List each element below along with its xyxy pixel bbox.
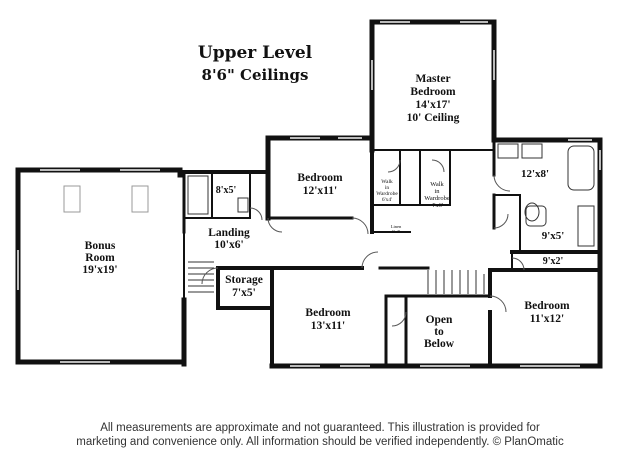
room-master-bath-label: 12'x8' — [521, 168, 549, 180]
room-landing-label: Landing 10'x6' — [208, 227, 250, 251]
floor-plan: Upper Level 8'6" Ceilings — [15, 19, 603, 369]
room-walk-in-right-label: Walk in Wardrobe 4'x6' — [424, 181, 450, 209]
svg-text:6'x2': 6'x2' — [392, 229, 401, 234]
room-storage-label: Storage 7'x5' — [225, 274, 263, 299]
stairs — [188, 261, 485, 294]
svg-text:in: in — [385, 185, 390, 191]
room-walk-in-left-label: Walk in Wardrobe 6'x4' — [376, 179, 398, 203]
plan-title: Upper Level — [198, 43, 313, 63]
room-bath-small-label: 8'x5' — [216, 185, 237, 196]
disclaimer-line-2: marketing and convenience only. All info… — [76, 436, 564, 448]
svg-text:19'x19': 19'x19' — [82, 264, 117, 276]
fixtures — [63, 143, 595, 247]
svg-text:4'x6': 4'x6' — [431, 202, 443, 209]
svg-text:12'x11': 12'x11' — [303, 185, 338, 197]
svg-text:Linen: Linen — [391, 224, 402, 229]
room-bedroom-c-label: Bedroom 11'x12' — [524, 300, 570, 325]
room-linen-label: Linen 6'x2' — [391, 224, 402, 234]
svg-text:10' Ceiling: 10' Ceiling — [407, 112, 460, 124]
svg-text:13'x11': 13'x11' — [311, 320, 346, 332]
svg-text:Walk: Walk — [381, 179, 393, 185]
room-wc-label: 9'x5' — [542, 230, 565, 242]
svg-text:to: to — [434, 326, 444, 338]
svg-text:10'x6': 10'x6' — [214, 239, 243, 251]
room-bedroom-b-label: Bedroom 13'x11' — [305, 307, 351, 332]
svg-text:7'x5': 7'x5' — [232, 287, 256, 299]
svg-text:Storage: Storage — [225, 274, 263, 286]
svg-text:Master: Master — [415, 73, 450, 85]
svg-text:Wardrobe: Wardrobe — [376, 191, 398, 197]
svg-text:6'x4': 6'x4' — [382, 197, 392, 203]
svg-text:Below: Below — [424, 338, 455, 350]
svg-text:Bedroom: Bedroom — [297, 172, 343, 184]
svg-text:Open: Open — [426, 314, 453, 326]
svg-text:Bedroom: Bedroom — [410, 86, 456, 98]
room-closet-label: 9'x2' — [543, 256, 564, 267]
svg-text:11'x12': 11'x12' — [530, 313, 565, 325]
svg-text:Bonus: Bonus — [85, 240, 116, 252]
svg-text:Landing: Landing — [208, 227, 250, 239]
room-bonus-label: Bonus Room 19'x19' — [82, 240, 117, 276]
svg-text:Room: Room — [85, 252, 115, 264]
doors — [201, 159, 525, 327]
disclaimer: All measurements are approximate and not… — [0, 421, 640, 449]
disclaimer-line-1: All measurements are approximate and not… — [100, 422, 540, 434]
room-bedroom-a-label: Bedroom 12'x11' — [297, 172, 343, 197]
plan-subtitle: 8'6" Ceilings — [202, 66, 309, 84]
room-open-to-below-label: Open to Below — [424, 314, 455, 350]
svg-text:Walk: Walk — [430, 181, 444, 188]
windows — [17, 21, 601, 367]
svg-text:in: in — [434, 188, 440, 195]
svg-text:Wardrobe: Wardrobe — [424, 195, 450, 202]
svg-text:14'x17': 14'x17' — [415, 99, 450, 111]
svg-text:Bedroom: Bedroom — [524, 300, 570, 312]
room-master-label: Master Bedroom 14'x17' 10' Ceiling — [407, 73, 460, 124]
svg-text:Bedroom: Bedroom — [305, 307, 351, 319]
